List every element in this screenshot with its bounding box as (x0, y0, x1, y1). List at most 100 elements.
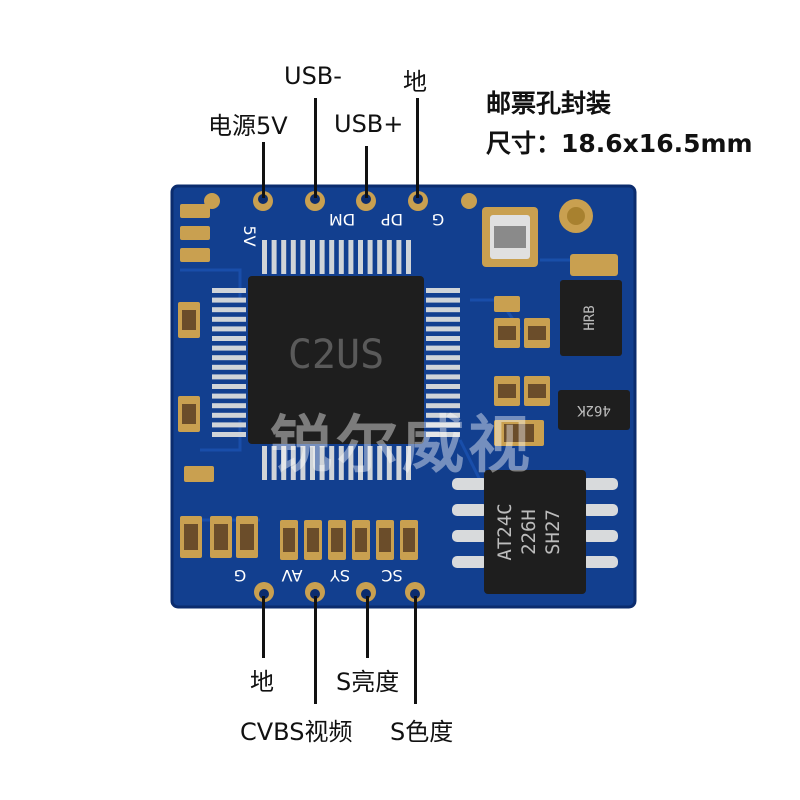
qfp-pin (271, 446, 277, 480)
qfp-pin (426, 307, 460, 313)
qfp-pin (212, 336, 246, 341)
qfp-pin (426, 393, 460, 399)
qfp-pin (396, 446, 402, 480)
watermark: 锐尔威视 (270, 408, 534, 481)
package-type-title: 邮票孔封装 (486, 89, 612, 118)
small-part (558, 390, 630, 430)
silk-top-4: G (432, 210, 444, 229)
qfp-pin (319, 240, 325, 274)
qfp-pin (426, 364, 460, 370)
lead-usb-minus (314, 98, 317, 198)
qfp-pin (426, 345, 460, 351)
qfp-pin (271, 240, 277, 274)
qfp-pin (281, 446, 287, 480)
qfp-pin (262, 240, 267, 274)
qfp-pin (290, 240, 296, 274)
main-chip-label: C2US (288, 332, 384, 378)
lead-s-chroma (414, 596, 417, 704)
silk-bottom-4: SC (381, 566, 402, 585)
silk-bottom-1: G (234, 566, 246, 585)
bottom-silkscreen-labels: G AV SY SC (234, 566, 403, 585)
qfp-pin (426, 422, 460, 428)
silk-bottom-2: AV (282, 566, 303, 585)
silk-top-3: DP (381, 210, 403, 229)
qfp-pin (426, 412, 460, 418)
qfp-pin (426, 355, 460, 361)
qfp-pin (426, 316, 460, 322)
qfp-pin (426, 297, 460, 303)
qfp-pin (300, 446, 306, 480)
top-stamp-holes (204, 191, 477, 211)
qfp-pin (262, 446, 267, 480)
lead-s-luma (366, 596, 369, 658)
qfp-pin (212, 374, 246, 380)
qfp-pin (212, 355, 246, 361)
qfp-pin (329, 446, 335, 480)
bottom-stamp-holes (254, 582, 425, 602)
label-power-5v: 电源5V (208, 112, 288, 140)
qfp-pin (212, 432, 246, 437)
package-size: 尺寸：18.6x16.5mm (486, 129, 753, 158)
qfp-pin (426, 432, 460, 437)
qfp-pin (386, 240, 392, 274)
qfp-pin (426, 403, 460, 409)
qfp-pin (348, 240, 354, 274)
qfp-pin (426, 288, 460, 293)
eeprom-chip (484, 470, 586, 594)
eeprom-pins (452, 478, 618, 568)
qfp-pin (319, 446, 325, 480)
qfp-pin (367, 240, 373, 274)
top-silkscreen-labels: 5V DM DP G (240, 210, 444, 247)
qfp-pin (426, 336, 460, 341)
qfp-pin (212, 384, 246, 389)
qfp-pin (329, 240, 335, 274)
qfp-pin (310, 240, 315, 274)
qfp-pin-rows (212, 240, 460, 480)
label-usb-plus: USB+ (334, 110, 404, 138)
qfp-pin (212, 316, 246, 322)
eeprom-marking: AT24C 226H SH27 (494, 503, 564, 560)
qfp-pin (426, 374, 460, 380)
label-s-chroma: S色度 (390, 718, 454, 746)
main-chip (248, 276, 424, 444)
qfp-pin (281, 240, 287, 274)
qfp-pin (212, 364, 246, 370)
qfp-pin (406, 446, 411, 480)
eeprom-line-2: 226H (518, 509, 540, 555)
lead-ground-bottom (262, 596, 265, 658)
silk-top-2: DM (329, 210, 355, 229)
regulator (560, 280, 622, 356)
qfp-pin (386, 446, 392, 480)
label-usb-minus: USB- (284, 62, 342, 90)
qfp-pin (212, 326, 246, 332)
qfp-pin (348, 446, 354, 480)
qfp-pin (338, 446, 344, 480)
qfp-pin (212, 422, 246, 428)
regulator-tab (570, 254, 618, 276)
qfp-pin (290, 446, 296, 480)
silk-bottom-3: SY (330, 566, 350, 585)
label-s-luma: S亮度 (336, 668, 400, 696)
lead-power (262, 142, 265, 198)
lead-cvbs (314, 596, 317, 704)
qfp-pin (426, 384, 460, 389)
qfp-pin (300, 240, 306, 274)
qfp-pin (358, 240, 363, 274)
lead-usb-plus (365, 146, 368, 198)
regulator-label: HRB (582, 305, 598, 330)
lead-ground-top (416, 98, 419, 198)
qfp-pin (426, 326, 460, 332)
qfp-pin (212, 297, 246, 303)
label-ground-top: 地 (403, 68, 427, 96)
smd-passives (178, 204, 550, 560)
small-part-label: 462K (577, 402, 611, 418)
qfp-pin (406, 240, 411, 274)
eeprom-line-3: SH27 (542, 509, 564, 555)
qfp-pin (212, 345, 246, 351)
qfp-pin (338, 240, 344, 274)
eeprom-line-1: AT24C (494, 503, 516, 560)
qfp-pin (358, 446, 363, 480)
qfp-pin (212, 412, 246, 418)
qfp-pin (212, 393, 246, 399)
